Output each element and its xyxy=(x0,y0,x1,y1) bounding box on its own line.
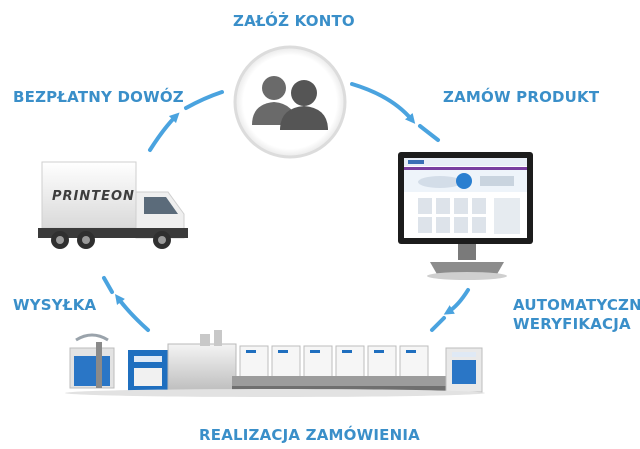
step-label-verify-line1: AUTOMATYCZNA xyxy=(513,296,640,314)
step-label-delivery: BEZPŁATNY DOWÓZ xyxy=(13,88,184,106)
truck-icon: PRINTEON xyxy=(38,161,188,249)
arrow-monitor-to-press xyxy=(443,288,470,315)
arrow-order-dash xyxy=(418,124,440,142)
flow-arrows xyxy=(102,82,470,332)
step-label-account: ZAŁÓŻ KONTO xyxy=(233,12,355,30)
step-label-order: ZAMÓW PRODUKT xyxy=(443,88,600,106)
monitor-icon xyxy=(398,152,533,280)
step-label-realize: REALIZACJA ZAMÓWIENIA xyxy=(199,426,420,444)
step-label-verify-line2: WERYFIKACJA xyxy=(513,315,631,333)
arrow-truck-dash xyxy=(184,90,224,110)
arrow-truck-to-account xyxy=(148,112,180,152)
truck-brand: PRINTEON xyxy=(52,189,135,204)
arrow-press-to-ship xyxy=(114,294,150,332)
arrow-ship-dash xyxy=(102,276,114,294)
step-label-verify: AUTOMATYCZNA WERYFIKACJA xyxy=(513,296,640,334)
users-icon xyxy=(233,45,347,159)
step-label-ship: WYSYŁKA xyxy=(13,296,97,314)
printing-press-icon xyxy=(65,330,485,397)
arrow-account-to-order xyxy=(350,82,416,124)
arrow-press-dash xyxy=(430,316,446,332)
